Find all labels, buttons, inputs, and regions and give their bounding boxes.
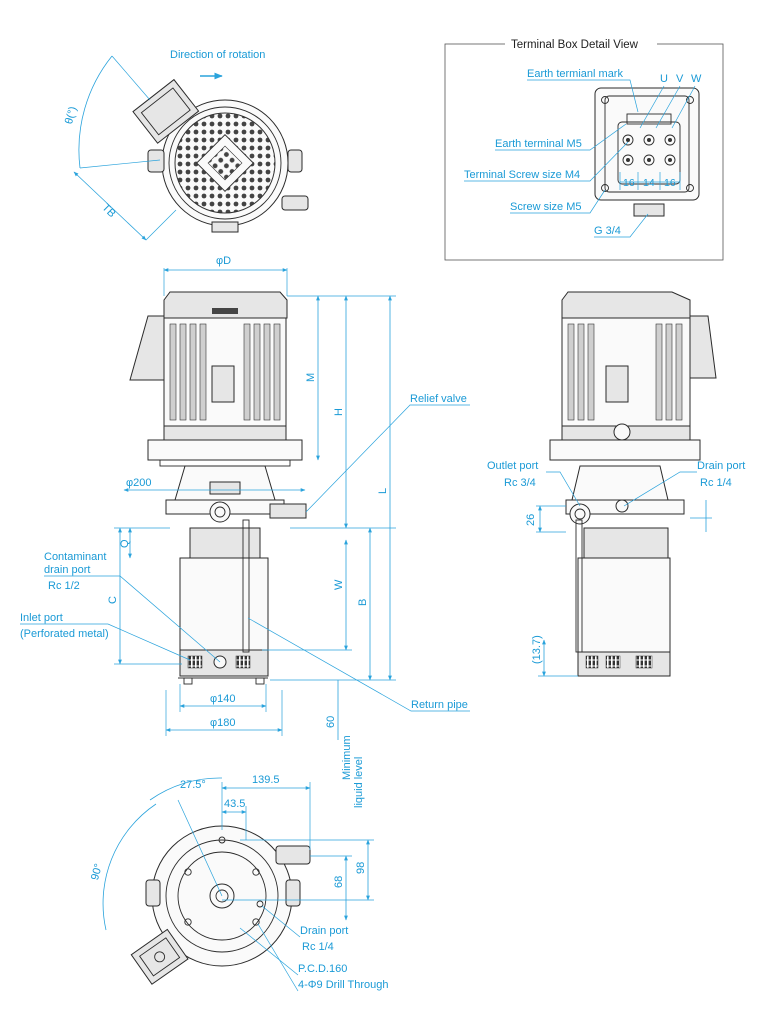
bottom-terminal-box: [130, 928, 189, 985]
phi-200-label: φ200: [126, 477, 152, 489]
suction-casing: [179, 557, 269, 659]
tb-dimension: [73, 171, 147, 241]
side-outlet-port: [569, 503, 591, 525]
side-view: Outlet port Rc 3/4 Drain port Rc 1/4 26 …: [487, 291, 745, 677]
terminal-box-body: [594, 87, 700, 201]
top-view: Direction of rotation θ(°) TB: [63, 49, 309, 241]
phi-d-label: φD: [216, 255, 231, 267]
c-label: C: [107, 596, 119, 604]
min-liquid-label-1: Minimum: [341, 735, 353, 780]
inlet-label-2: (Perforated metal): [20, 628, 109, 640]
l-label: L: [377, 488, 389, 494]
phase-u-label: U: [660, 73, 668, 85]
terminal-box-detail: Terminal Box Detail View 16 14 16 U V: [444, 36, 724, 261]
dim-43-5-label: 43.5: [224, 798, 245, 810]
dim-14: 14: [643, 177, 655, 189]
phi-180-label: φ180: [210, 717, 236, 729]
dim-16a: 16: [623, 177, 635, 189]
phi-140-label: φ140: [210, 693, 236, 705]
relief-valve-label: Relief valve: [410, 393, 467, 405]
outlet-stub-top: [281, 195, 309, 211]
dim-98-label: 98: [355, 862, 367, 874]
dim-139-5-label: 139.5: [252, 774, 280, 786]
motor-fan-cover: [163, 291, 288, 319]
theta-label: θ(°): [63, 105, 79, 125]
earth-terminal-label: Earth terminal M5: [495, 138, 582, 150]
relief-valve-body: [269, 503, 307, 519]
min-liquid-label-2: liquid level: [353, 757, 365, 808]
side-drain-thread-label: Rc 1/4: [700, 477, 732, 489]
dim-68-label: 68: [333, 876, 345, 888]
g-thread-label: G 3/4: [594, 225, 621, 237]
bottom-outlet-stub: [275, 845, 311, 865]
return-pipe-label: Return pipe: [411, 699, 468, 711]
outlet-thread-label: Rc 3/4: [504, 477, 536, 489]
m-label: M: [305, 373, 317, 382]
direction-of-rotation-label: Direction of rotation: [170, 49, 265, 61]
theta-arc: [78, 55, 113, 169]
bottom-drain-port: [256, 900, 264, 908]
w-label: W: [333, 579, 345, 590]
terminal-box-top: [132, 78, 200, 144]
side-drain-port: [615, 499, 629, 513]
inlet-label-1: Inlet port: [20, 612, 63, 624]
dim-26-label: 26: [525, 514, 537, 526]
contaminant-label-3: Rc 1/2: [48, 580, 80, 592]
q-label: Q: [119, 539, 131, 548]
earth-mark-label: Earth termianl mark: [527, 68, 623, 80]
h-label: H: [333, 408, 345, 416]
dim-13-7-label: (13.7): [531, 635, 543, 664]
motor-flange: [147, 439, 303, 461]
b-label: B: [357, 599, 369, 606]
side-fan-cover: [561, 291, 691, 319]
front-view: φD φ200 M H L Q C W B φ140 φ180: [20, 255, 470, 808]
screw-size-label: Screw size M5: [510, 201, 582, 213]
terminal-screw-label: Terminal Screw size M4: [464, 169, 580, 181]
bottom-drain-thread-label: Rc 1/4: [302, 941, 334, 953]
contaminant-label-1: Contaminant: [44, 551, 106, 563]
contaminant-label-2: drain port: [44, 564, 90, 576]
outlet-port-label: Outlet port: [487, 460, 538, 472]
bottom-view: 27.5° 139.5 43.5 90° 68 98 Drain port Rc…: [89, 774, 389, 992]
phase-v-label: V: [676, 73, 684, 85]
terminal-screws: [622, 134, 676, 166]
drill-label: 4-Φ9 Drill Through: [298, 979, 389, 991]
pcd-label: P.C.D.160: [298, 963, 347, 975]
phase-w-label: W: [691, 73, 702, 85]
motor-fins: [169, 323, 281, 421]
angle-90-label: 90°: [89, 862, 105, 881]
sixty-label: 60: [325, 716, 337, 728]
dim-16b: 16: [664, 177, 676, 189]
detail-title: Terminal Box Detail View: [511, 39, 639, 51]
return-pipe: [242, 519, 250, 653]
bottom-drain-port-label: Drain port: [300, 925, 348, 937]
tb-label: TB: [99, 202, 117, 220]
side-drain-port-label: Drain port: [697, 460, 745, 472]
